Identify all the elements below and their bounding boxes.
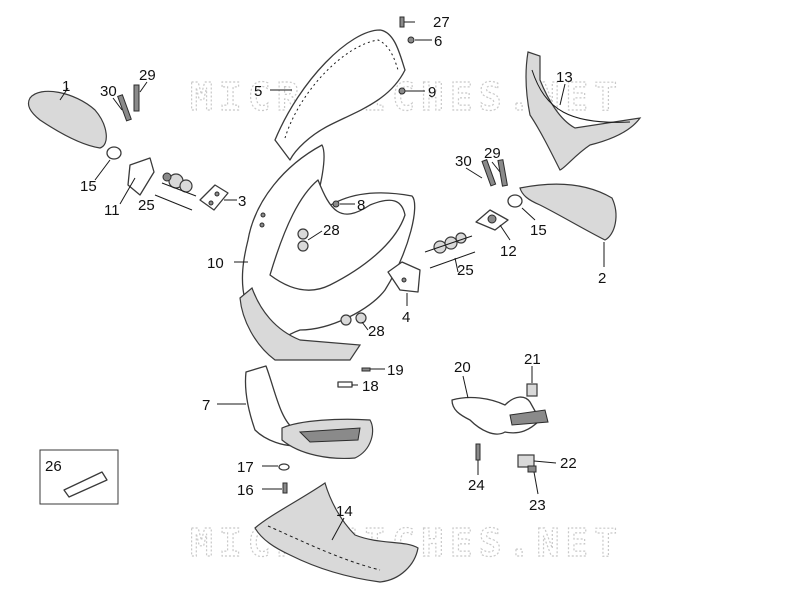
callout-13: 13 [556, 69, 573, 86]
callout-25-right: 25 [457, 262, 474, 279]
callout-labels: 1 2 3 4 5 6 7 8 9 10 11 12 13 14 15 15 1… [45, 14, 606, 520]
part-gasket-left [199, 184, 229, 211]
part-front-fairing [239, 144, 416, 361]
small-fasteners-16-17 [278, 463, 290, 494]
part-air-duct [525, 51, 642, 171]
callout-15-left: 15 [80, 178, 97, 195]
part-mirror-right [507, 183, 617, 241]
callout-22: 22 [560, 455, 577, 472]
callout-16: 16 [237, 482, 254, 499]
part-bracket-right [475, 159, 509, 231]
part-inner-panel [244, 365, 374, 460]
callout-30-left: 30 [100, 83, 117, 100]
callout-28-lower: 28 [368, 323, 385, 340]
callout-18: 18 [362, 378, 379, 395]
callout-15-right: 15 [530, 222, 547, 239]
callout-23: 23 [529, 497, 546, 514]
fairing-fasteners [297, 200, 367, 326]
callout-3: 3 [238, 193, 246, 210]
callout-24: 24 [468, 477, 485, 494]
callout-2: 2 [598, 270, 606, 287]
callout-25-left: 25 [138, 197, 155, 214]
callout-21: 21 [524, 351, 541, 368]
callout-9: 9 [428, 84, 436, 101]
callout-11: 11 [104, 202, 120, 219]
callout-10: 10 [207, 255, 224, 272]
part-mirror-left [27, 90, 122, 160]
callout-29-left: 29 [139, 67, 156, 84]
callout-7: 7 [202, 397, 210, 414]
part-decal-box [39, 449, 119, 505]
callout-12: 12 [500, 243, 517, 260]
callout-8: 8 [357, 197, 365, 214]
callout-29-right: 29 [484, 145, 501, 162]
callout-27: 27 [433, 14, 450, 31]
callout-6: 6 [434, 33, 442, 50]
callout-5: 5 [254, 83, 262, 100]
part-bushings-right [424, 232, 476, 269]
callout-1: 1 [62, 78, 70, 95]
callout-28-upper: 28 [323, 222, 340, 239]
part-lower-bracket [451, 396, 549, 435]
part-windscreen [274, 29, 406, 161]
callout-4: 4 [402, 309, 410, 326]
part-bushings-left [154, 172, 197, 211]
part-bracket-left [117, 84, 155, 196]
callout-30-right: 30 [455, 153, 472, 170]
callout-26: 26 [45, 458, 62, 475]
callout-20: 20 [454, 359, 471, 376]
callout-19: 19 [387, 362, 404, 379]
windscreen-screws [398, 16, 415, 95]
part-gasket-right [387, 261, 421, 293]
callout-leaders [59, 21, 605, 541]
callout-17: 17 [237, 459, 254, 476]
callout-14: 14 [336, 503, 353, 520]
